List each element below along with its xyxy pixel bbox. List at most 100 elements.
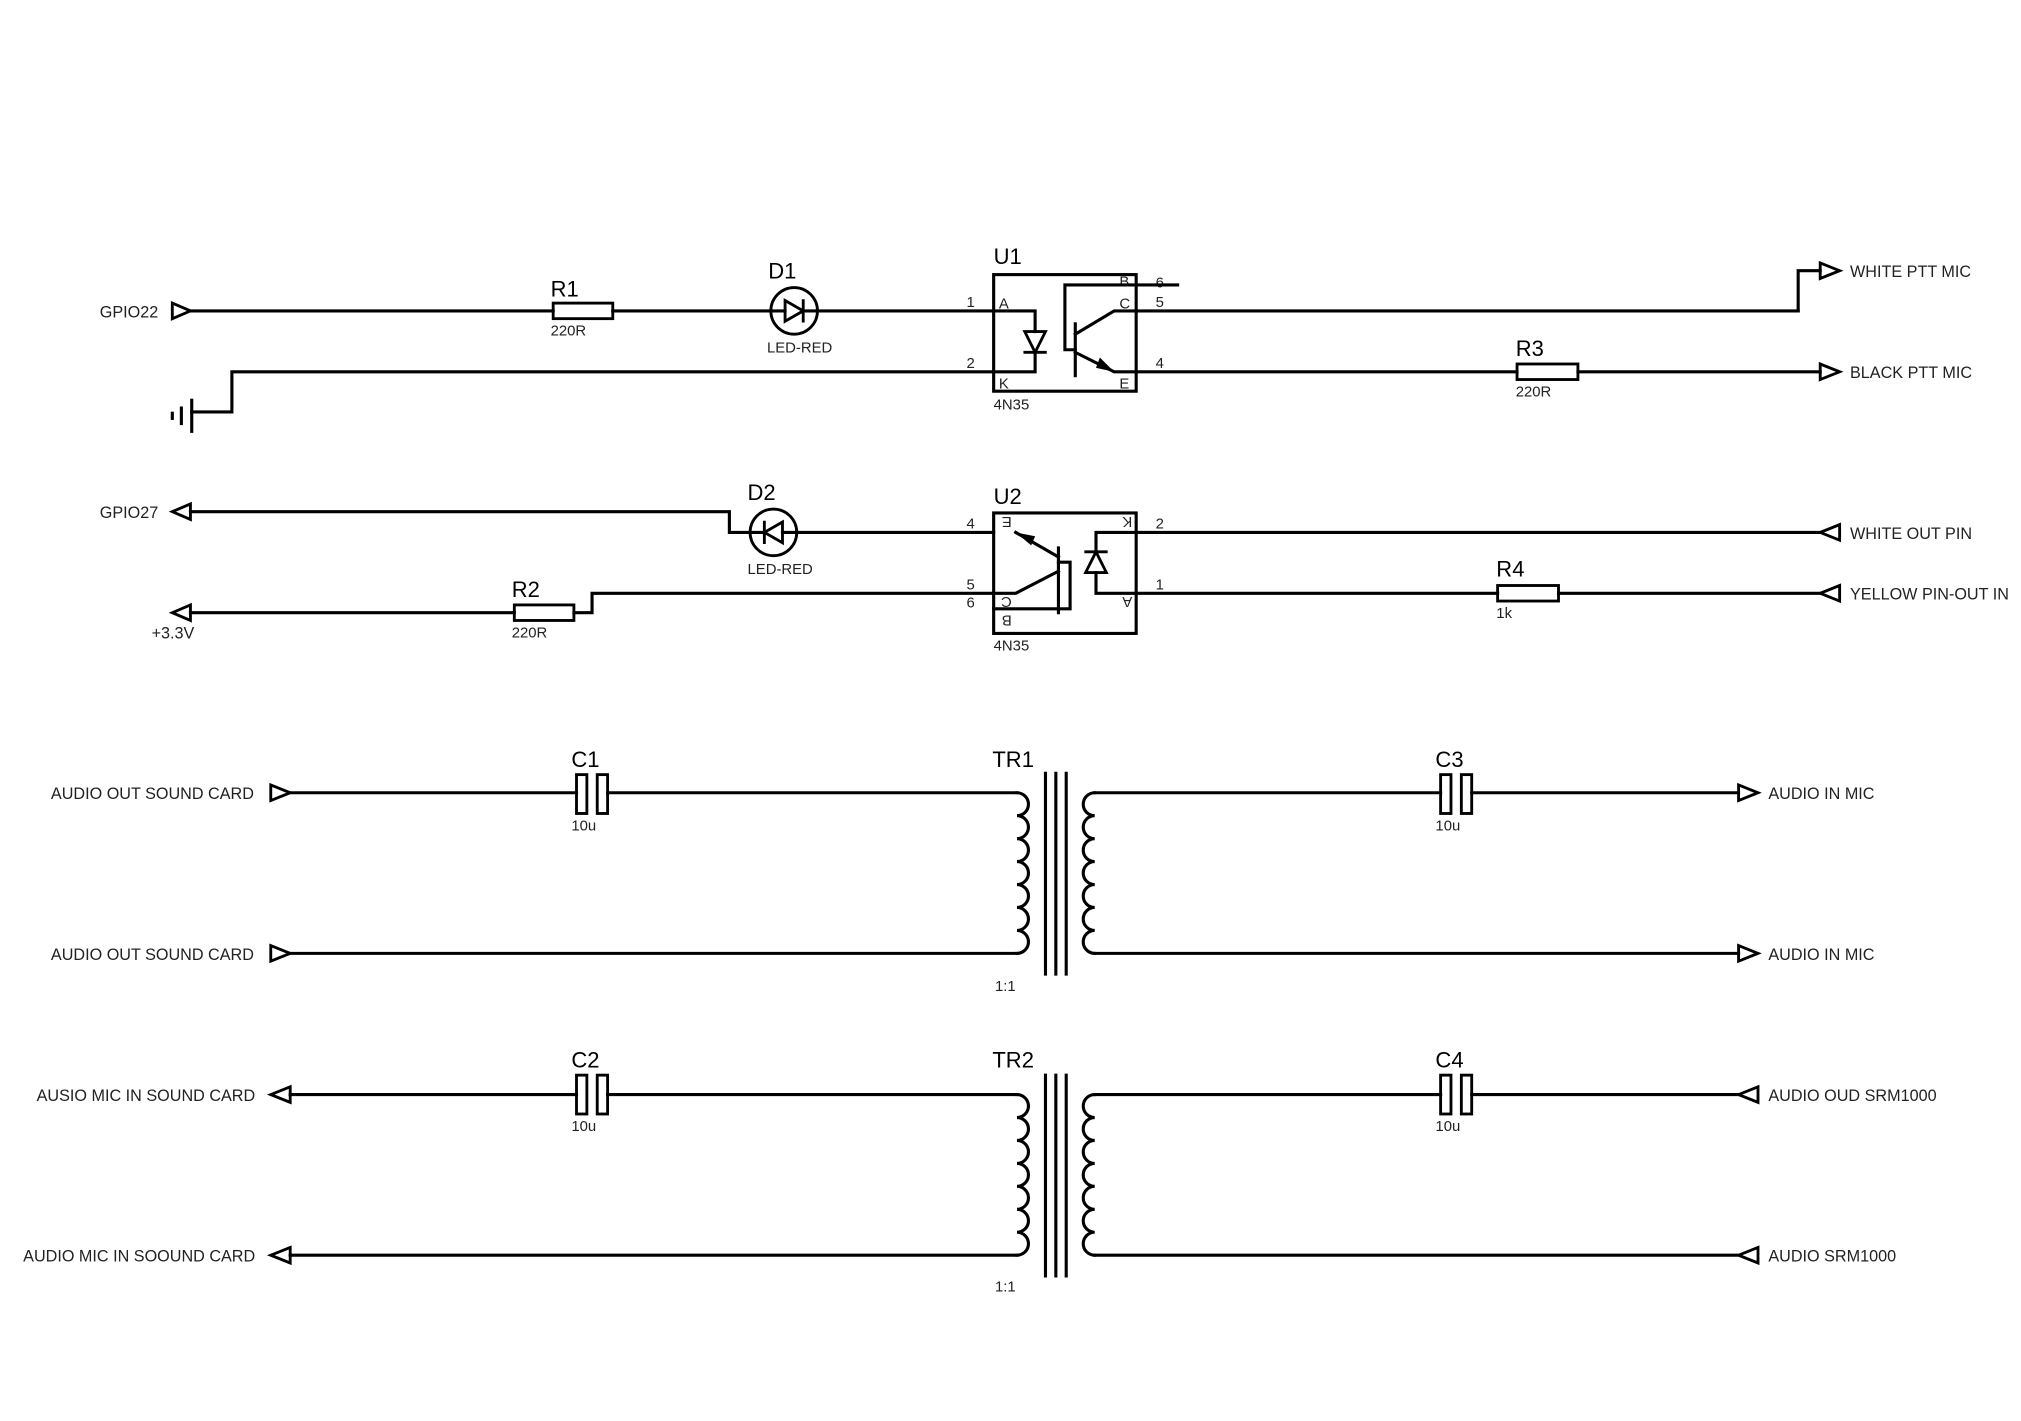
u1-ref: U1 [994, 244, 1022, 269]
port-gpio22-label: GPIO22 [100, 303, 158, 321]
u2-pin-2: 2 [1156, 517, 1164, 533]
wire [1796, 269, 1822, 313]
capacitor-c3[interactable]: C3 10u [1435, 747, 1474, 834]
port-audio-in-mic-1-label: AUDIO IN MIC [1768, 785, 1874, 803]
port-gpio22-arrow-icon [170, 300, 195, 321]
tr1-ref: TR1 [992, 747, 1034, 772]
port-white-ptt-arrow-icon [1818, 260, 1844, 281]
port-srm-2-arrow-icon [1734, 1245, 1760, 1266]
primary-winding [1015, 1093, 1030, 1257]
port-white-out-label: WHITE OUT PIN [1850, 525, 1972, 543]
port-yellow-in-arrow-icon [1816, 583, 1842, 604]
led-d1[interactable]: D1 LED-RED [767, 259, 833, 357]
port-audio-in-mic-1-arrow-icon [1737, 782, 1762, 803]
ground-icon [170, 398, 194, 433]
primary-winding [1015, 791, 1030, 955]
r2-value: 220R [512, 625, 548, 641]
r3-ref: R3 [1516, 336, 1544, 361]
u2-pin-4: 4 [966, 517, 974, 533]
wire [188, 510, 752, 534]
led-d2[interactable]: D2 LED-RED [748, 480, 814, 578]
r3-value: 220R [1516, 384, 1552, 400]
port-audio-out-1-arrow-icon [269, 782, 295, 803]
u2-pin-5: 5 [966, 577, 974, 593]
u2-value: 4N35 [994, 638, 1030, 654]
port-audio-out-2-arrow-icon [269, 943, 295, 964]
port-white-ptt-label: WHITE PTT MIC [1850, 263, 1971, 281]
u1-pin-1: 1 [966, 295, 974, 311]
u2-pin-a: A [1122, 593, 1132, 609]
port-srm-2-label: AUDIO SRM1000 [1768, 1248, 1896, 1266]
u2-pin-c: C [1001, 593, 1012, 609]
port-audio-in-mic-2-arrow-icon [1737, 943, 1762, 964]
port-gpio27-label: GPIO27 [100, 504, 158, 522]
tr2-ref: TR2 [992, 1047, 1034, 1072]
u2-ref: U2 [994, 484, 1022, 509]
wire [572, 591, 996, 615]
r2-ref: R2 [512, 577, 540, 602]
c3-ref: C3 [1435, 747, 1463, 772]
optocoupler-u1[interactable]: U1 4N35 A K B C E 1 2 6 5 4 [966, 244, 1180, 413]
capacitor-c4[interactable]: C4 10u [1435, 1047, 1474, 1135]
c1-ref: C1 [571, 747, 599, 772]
port-mic-in-1-arrow-icon [266, 1084, 292, 1105]
secondary-winding [1081, 1093, 1097, 1257]
c2-value: 10u [571, 1119, 596, 1135]
capacitor-c1[interactable]: C1 10u [571, 747, 610, 834]
c4-value: 10u [1435, 1119, 1460, 1135]
port-3v3-label: +3.3V [152, 625, 195, 643]
c1-value: 10u [571, 818, 596, 834]
r4-ref: R4 [1496, 556, 1524, 581]
wire [190, 370, 996, 414]
u1-pin-a: A [999, 296, 1009, 312]
u2-pin-e: E [1002, 513, 1012, 529]
capacitor-c2[interactable]: C2 10u [571, 1047, 610, 1135]
resistor-r3[interactable]: R3 220R [1515, 336, 1580, 400]
port-yellow-in-label: YELLOW PIN-OUT IN [1850, 586, 2009, 604]
u1-pin-4: 4 [1156, 356, 1164, 372]
u2-pin-6: 6 [966, 596, 974, 612]
port-black-ptt-arrow-icon [1818, 361, 1844, 382]
r1-value: 220R [551, 323, 587, 339]
port-white-out-arrow-icon [1816, 522, 1842, 543]
port-3v3-arrow-icon [168, 602, 192, 623]
u1-pin-c: C [1119, 296, 1130, 312]
c2-ref: C2 [571, 1047, 599, 1072]
u1-pin-2: 2 [966, 356, 974, 372]
port-mic-in-2-label: AUDIO MIC IN SOOUND CARD [23, 1248, 255, 1266]
c3-value: 10u [1435, 818, 1460, 834]
c4-ref: C4 [1435, 1047, 1463, 1072]
d1-value: LED-RED [767, 340, 833, 356]
secondary-winding [1081, 791, 1097, 955]
d2-value: LED-RED [748, 562, 814, 578]
u2-pin-k: K [1122, 513, 1132, 529]
port-mic-in-1-label: AUSIO MIC IN SOUND CARD [37, 1087, 256, 1105]
u1-pin-e: E [1119, 377, 1129, 393]
port-gpio27-arrow-icon [168, 501, 192, 522]
tr1-ratio: 1:1 [995, 979, 1016, 995]
u1-pin-k: K [999, 377, 1009, 393]
u1-pin-b: B [1119, 274, 1129, 290]
tr2-ratio: 1:1 [995, 1279, 1016, 1295]
resistor-r2[interactable]: R2 220R [512, 577, 576, 641]
u2-pin-1: 1 [1156, 577, 1164, 593]
port-srm-1-arrow-icon [1734, 1084, 1760, 1105]
port-black-ptt-label: BLACK PTT MIC [1850, 364, 1972, 382]
u1-value: 4N35 [994, 397, 1030, 413]
port-audio-out-2-label: AUDIO OUT SOUND CARD [51, 946, 254, 964]
transformer-tr2[interactable]: TR2 1:1 [992, 1047, 1097, 1295]
r4-value: 1k [1496, 606, 1512, 622]
d2-ref: D2 [748, 480, 776, 505]
u1-pin-5: 5 [1156, 295, 1164, 311]
resistor-r1[interactable]: R1 220R [551, 277, 615, 340]
port-audio-out-1-label: AUDIO OUT SOUND CARD [51, 785, 254, 803]
transformer-tr1[interactable]: TR1 1:1 [992, 747, 1097, 995]
optocoupler-u2[interactable]: U2 4N35 E C B K A 4 5 6 2 1 [966, 484, 1163, 654]
port-mic-in-2-arrow-icon [266, 1245, 292, 1266]
u2-pin-b: B [1002, 611, 1012, 627]
port-srm-1-label: AUDIO OUD SRM1000 [1768, 1087, 1936, 1105]
resistor-r4[interactable]: R4 1k [1496, 556, 1560, 622]
port-audio-in-mic-2-label: AUDIO IN MIC [1768, 946, 1874, 964]
r1-ref: R1 [551, 277, 579, 302]
